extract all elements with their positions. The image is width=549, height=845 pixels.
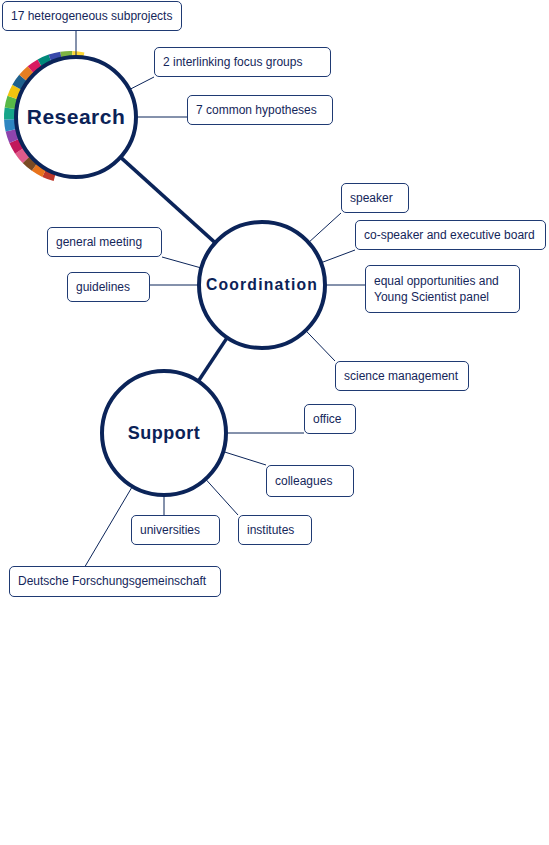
connector-line: [306, 331, 335, 361]
connector-line: [227, 433, 304, 434]
topic-label: guidelines: [76, 279, 130, 295]
topic-box: general meeting: [47, 227, 162, 257]
connector-line: [162, 257, 200, 268]
topic-box: 7 common hypotheses: [187, 95, 333, 125]
topic-label: general meeting: [56, 234, 142, 250]
topic-box: equal opportunities and Young Scientist …: [365, 265, 520, 313]
connector-line: [199, 338, 227, 380]
connector-line: [85, 487, 132, 566]
connector-line: [322, 250, 355, 262]
topic-label: 2 interlinking focus groups: [163, 54, 302, 70]
topic-label: colleagues: [275, 473, 332, 489]
topic-label: 7 common hypotheses: [196, 102, 317, 118]
hub-circle: Coordination: [197, 220, 327, 350]
connector-line: [164, 496, 165, 515]
topic-box: guidelines: [67, 272, 150, 302]
hub-circle: Research: [14, 55, 138, 179]
topic-label: science management: [344, 368, 458, 384]
topic-box: universities: [131, 515, 220, 545]
connector-line: [137, 117, 187, 118]
topic-box: colleagues: [266, 465, 354, 497]
connector-line: [224, 452, 266, 465]
hub-title: Coordination: [206, 276, 318, 294]
topic-box: Deutsche Forschungsgemeinschaft: [9, 566, 221, 597]
topic-box: office: [304, 404, 356, 434]
connector-line: [130, 77, 154, 89]
topic-label: office: [313, 411, 341, 427]
topic-label: 17 heterogeneous subprojects: [11, 8, 172, 24]
topic-label: Deutsche Forschungsgemeinschaft: [18, 573, 206, 589]
topic-label: institutes: [247, 522, 294, 538]
topic-box: science management: [335, 361, 469, 391]
topic-box: speaker: [341, 183, 409, 213]
topic-box: 17 heterogeneous subprojects: [2, 1, 182, 31]
topic-label: co-speaker and executive board: [364, 227, 535, 243]
connector-line: [326, 285, 365, 286]
connector-line: [150, 285, 198, 286]
hub-title: Research: [27, 105, 126, 129]
connector-line: [206, 480, 238, 515]
hub-title: Support: [128, 423, 201, 444]
connector-line: [76, 31, 77, 56]
topic-label: equal opportunities and Young Scientist …: [374, 273, 511, 305]
connector-line: [309, 213, 341, 242]
topic-box: co-speaker and executive board: [355, 220, 546, 250]
topic-box: 2 interlinking focus groups: [154, 47, 331, 77]
topic-label: speaker: [350, 190, 393, 206]
hub-circle: Support: [100, 369, 228, 497]
topic-label: universities: [140, 522, 200, 538]
topic-box: institutes: [238, 515, 312, 545]
